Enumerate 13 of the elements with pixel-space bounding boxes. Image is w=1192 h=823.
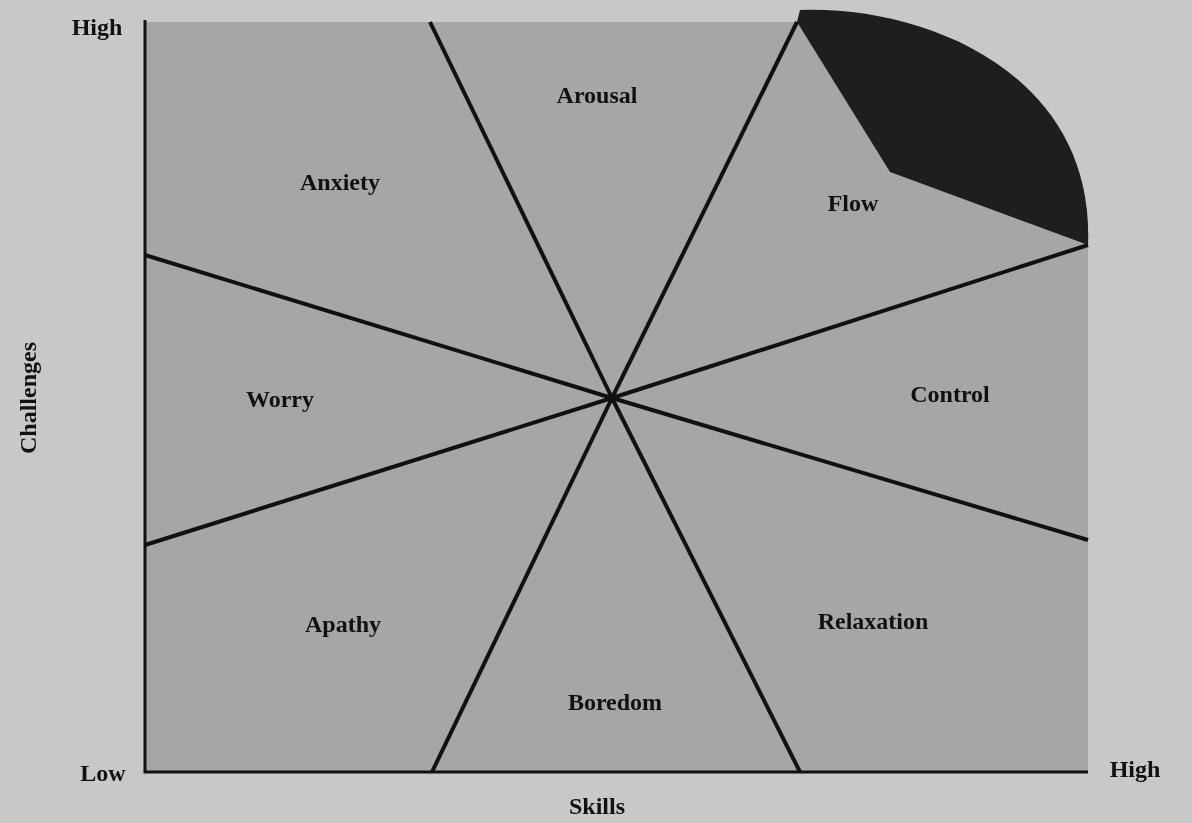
axis-tick-label: High bbox=[1109, 757, 1161, 781]
axis-title: Skills bbox=[569, 794, 625, 818]
axis-tick-label: Low bbox=[80, 761, 126, 785]
axis-title: Challenges bbox=[16, 342, 40, 454]
region-label: Flow bbox=[827, 191, 879, 215]
region-label: Anxiety bbox=[300, 170, 380, 194]
region-label: Worry bbox=[246, 387, 314, 411]
region-label: Boredom bbox=[567, 690, 663, 714]
region-label: Control bbox=[910, 382, 990, 406]
axis-tick-label: High bbox=[71, 15, 123, 39]
region-label: Relaxation bbox=[817, 609, 929, 633]
region-label: Arousal bbox=[556, 83, 638, 107]
region-label: Apathy bbox=[305, 612, 381, 636]
